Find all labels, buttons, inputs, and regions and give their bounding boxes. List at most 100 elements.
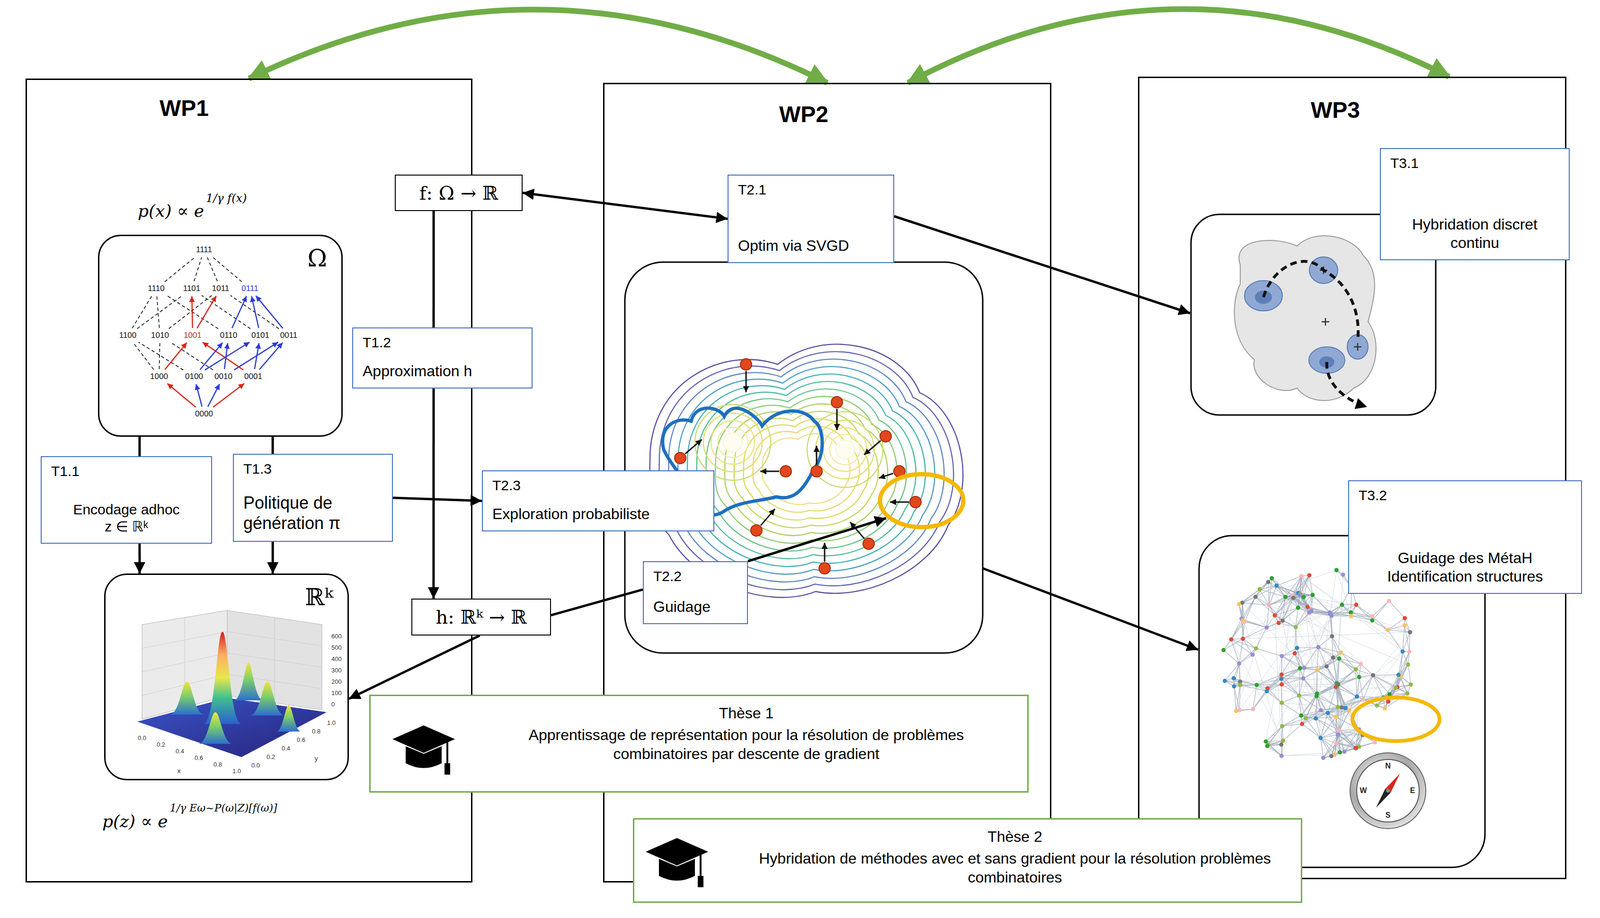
network-edge xyxy=(1383,675,1399,698)
cap-board xyxy=(645,838,709,866)
compass-letter: S xyxy=(1385,811,1391,820)
highlight-ellipse xyxy=(880,474,964,528)
vertex-label: 1110 xyxy=(147,284,165,294)
network-node xyxy=(1396,673,1401,678)
network-edge xyxy=(1303,678,1317,694)
thesis-text: Hybridation de méthodes avec et sans gra… xyxy=(743,849,1287,888)
thesis-title: Thèse 2 xyxy=(743,827,1287,847)
hypercube-edge xyxy=(191,296,193,329)
network-node xyxy=(1353,746,1359,751)
connector xyxy=(551,589,643,616)
network-node xyxy=(1301,595,1306,600)
compass-letter: N xyxy=(1385,762,1391,771)
vertex-label: 1010 xyxy=(151,331,169,341)
network-edge xyxy=(1239,622,1245,665)
axis-tick: 200 xyxy=(331,678,342,686)
particle xyxy=(831,396,843,409)
network-node xyxy=(1315,691,1320,696)
particle xyxy=(780,465,792,478)
network-node xyxy=(1279,676,1284,682)
network-edge xyxy=(1255,648,1282,657)
network-edge xyxy=(1281,702,1302,716)
axis-tick: 0.2 xyxy=(266,754,276,761)
task-id: T2.1 xyxy=(737,181,884,199)
cap-cord xyxy=(446,741,449,765)
particle xyxy=(880,430,892,443)
guidance-arrow xyxy=(747,518,887,562)
formula: p(z) ∝ e xyxy=(102,812,169,832)
axis-tick: 1.0 xyxy=(327,720,336,727)
axis-tick: 0.8 xyxy=(311,728,321,736)
network-node xyxy=(1264,625,1269,631)
network-edge xyxy=(1309,613,1361,665)
vertex-label: 0000 xyxy=(195,409,214,419)
task-box: T2.2Guidage xyxy=(642,561,748,625)
network-node xyxy=(1279,742,1284,747)
network-node xyxy=(1407,649,1412,655)
network-edge xyxy=(1337,735,1345,753)
thesis-text: Apprentissage de représentation pour la … xyxy=(479,725,1014,764)
network-edge xyxy=(1281,702,1283,727)
network-node xyxy=(1343,706,1348,711)
surface-peak xyxy=(276,705,301,732)
surface-peak xyxy=(203,631,242,725)
hypercube-edge xyxy=(202,342,244,371)
vertex-label: 1000 xyxy=(150,372,169,382)
task-text: Optim via SVGD xyxy=(737,236,884,255)
network-node xyxy=(1272,613,1278,618)
network-node xyxy=(1374,703,1379,708)
network-edge xyxy=(1266,667,1305,692)
network-edge xyxy=(1335,574,1343,687)
network-edge xyxy=(1331,735,1363,757)
network-edge xyxy=(1235,586,1277,712)
plot-wall xyxy=(227,610,322,711)
particle xyxy=(862,538,875,550)
hypercube-edge xyxy=(213,383,245,408)
network-edge xyxy=(1242,603,1269,606)
network-node xyxy=(1297,693,1302,698)
network-node xyxy=(1279,701,1284,706)
contour-line xyxy=(823,427,867,472)
gradient-arrow xyxy=(685,439,703,454)
hypercube-edge xyxy=(207,257,218,282)
rounded-panel: Ω xyxy=(97,234,343,437)
network-node xyxy=(1387,692,1392,697)
task-text: Exploration probabiliste xyxy=(492,505,704,524)
contour-line xyxy=(703,413,763,472)
network-edge xyxy=(1239,684,1241,711)
graduation-cap-icon xyxy=(392,725,455,775)
network-node xyxy=(1297,592,1302,597)
hypercube-edge xyxy=(164,257,196,283)
network-edge xyxy=(1356,632,1410,697)
network-node xyxy=(1341,572,1346,578)
contour-panel xyxy=(624,262,983,654)
network-node xyxy=(1336,656,1342,661)
network-edge xyxy=(1243,639,1257,649)
graduation-cap-icon xyxy=(645,838,709,888)
vertex-label: 1101 xyxy=(183,284,201,294)
formula-exponent: 1/γ Eω~P(ω|Z)[f(ω)] xyxy=(169,802,278,815)
vertex-label: 1011 xyxy=(212,284,230,294)
network-edge xyxy=(1244,596,1256,622)
network-node xyxy=(1334,741,1339,746)
particle xyxy=(909,496,922,508)
network-node xyxy=(1294,646,1299,651)
hypercube-edge xyxy=(132,295,152,329)
network-edge xyxy=(1318,636,1333,648)
cap-board xyxy=(392,725,455,754)
formula-text: f: Ω → ℝ xyxy=(419,182,498,204)
network-edge xyxy=(1243,632,1411,640)
network-edge xyxy=(1402,632,1411,652)
network-edge xyxy=(1408,664,1412,685)
network-node xyxy=(1253,595,1258,600)
network-node xyxy=(1237,708,1242,713)
network-node xyxy=(1222,678,1227,684)
network-node xyxy=(1298,713,1304,719)
network-node xyxy=(1402,623,1407,628)
hypercube-edge xyxy=(195,384,203,407)
contour-line xyxy=(743,418,870,521)
axis-tick: 0.2 xyxy=(156,741,166,749)
network-edge xyxy=(1327,713,1338,736)
network-node xyxy=(1299,574,1304,579)
network-edge xyxy=(1372,601,1390,617)
